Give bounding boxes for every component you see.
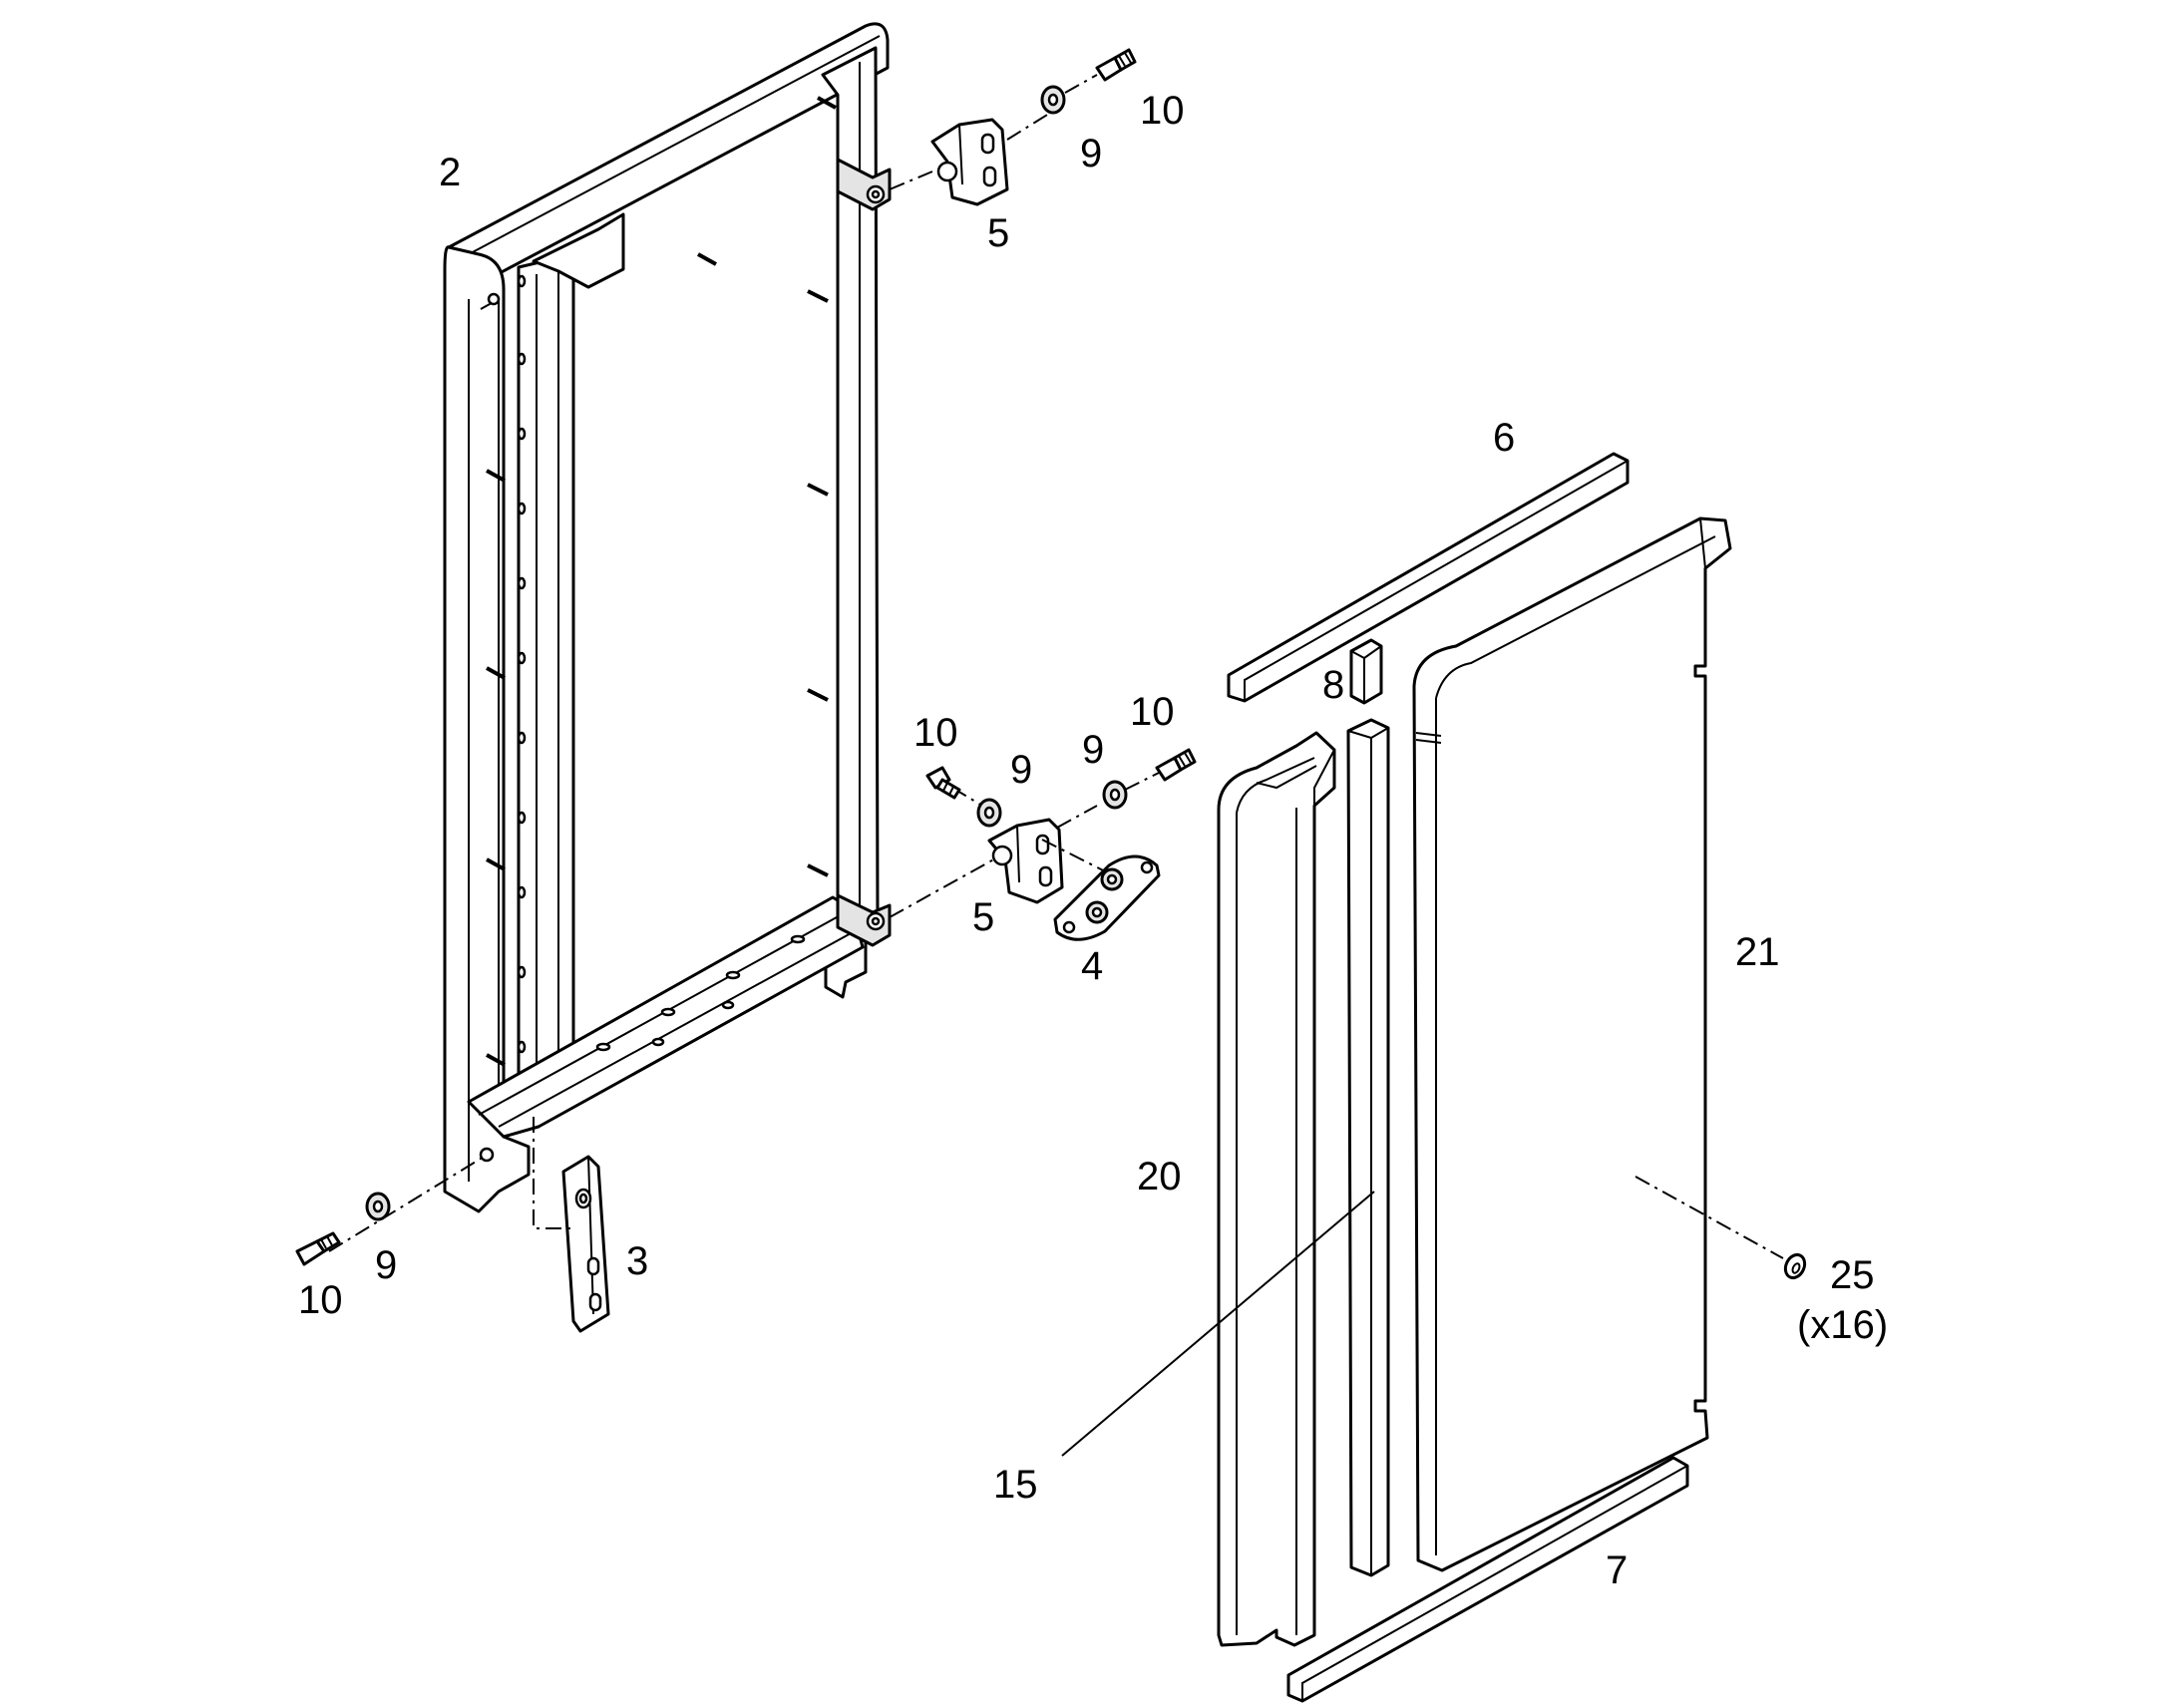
part-7-bottom-strip [1286,1456,1689,1703]
weld-nut-top [836,158,892,211]
callout-9-bottom: 9 [375,1243,397,1287]
right-pins [697,96,837,877]
callout-10-top: 10 [1140,89,1185,133]
dashline-clip [1635,1176,1784,1259]
callout-10-bottom: 10 [298,1278,343,1322]
part-15-vertical-strip [1346,718,1390,1577]
callout-25-quantity: (x16) [1797,1303,1888,1347]
part-21-main-panel [1412,516,1732,1572]
left-pins [486,469,506,1067]
callout-10-mid-right: 10 [1130,690,1175,734]
callout-21: 21 [1735,930,1780,974]
part-2-frame [443,22,892,1213]
washer-9-mid-left [976,798,1002,828]
weld-nut-bottom [836,893,892,947]
callout-5-mid: 5 [972,895,994,939]
part-5-hinge-top [930,118,1009,206]
dashline-top-bolt [1064,74,1098,94]
callout-6: 6 [1493,416,1515,460]
callout-9-mid-right: 9 [1082,728,1104,772]
dashline-top-hinge [889,111,1053,190]
callout-2: 2 [439,151,461,194]
dashline-bracket [533,1117,570,1229]
callout-4: 4 [1081,944,1103,988]
leader-15 [1061,1191,1375,1457]
part-25-clip [1783,1252,1807,1280]
callout-7: 7 [1606,1548,1628,1592]
callout-9-mid-left: 9 [1010,748,1032,792]
callout-10-mid-left: 10 [913,711,958,755]
part-3-bracket [561,1155,610,1333]
washer-9-mid-right [1102,780,1128,810]
callout-25: 25 [1830,1253,1875,1297]
washer-9-bottom [365,1192,391,1221]
callout-8: 8 [1322,663,1344,707]
part-8-block [1349,638,1383,705]
bolt-10-mid-left [925,766,961,800]
callout-3: 3 [626,1239,648,1283]
dashline-left-bolt [328,1158,482,1252]
part-6-top-strip [1227,452,1630,703]
bottom-rail-holes [595,934,806,1052]
callout-20: 20 [1137,1155,1182,1198]
part-5-hinge-mid [987,818,1064,904]
callout-5-top: 5 [987,211,1009,255]
bolt-10-mid-right [1155,748,1197,782]
part-20-left-panel [1217,731,1336,1647]
callout-9-top: 9 [1080,132,1102,175]
bolt-10-bottom [295,1231,341,1266]
bolt-10-top [1095,48,1137,82]
left-channel-holes [517,274,527,1054]
callout-15: 15 [993,1463,1038,1507]
washer-9-top [1040,85,1066,115]
part-4-plate [1053,854,1161,941]
